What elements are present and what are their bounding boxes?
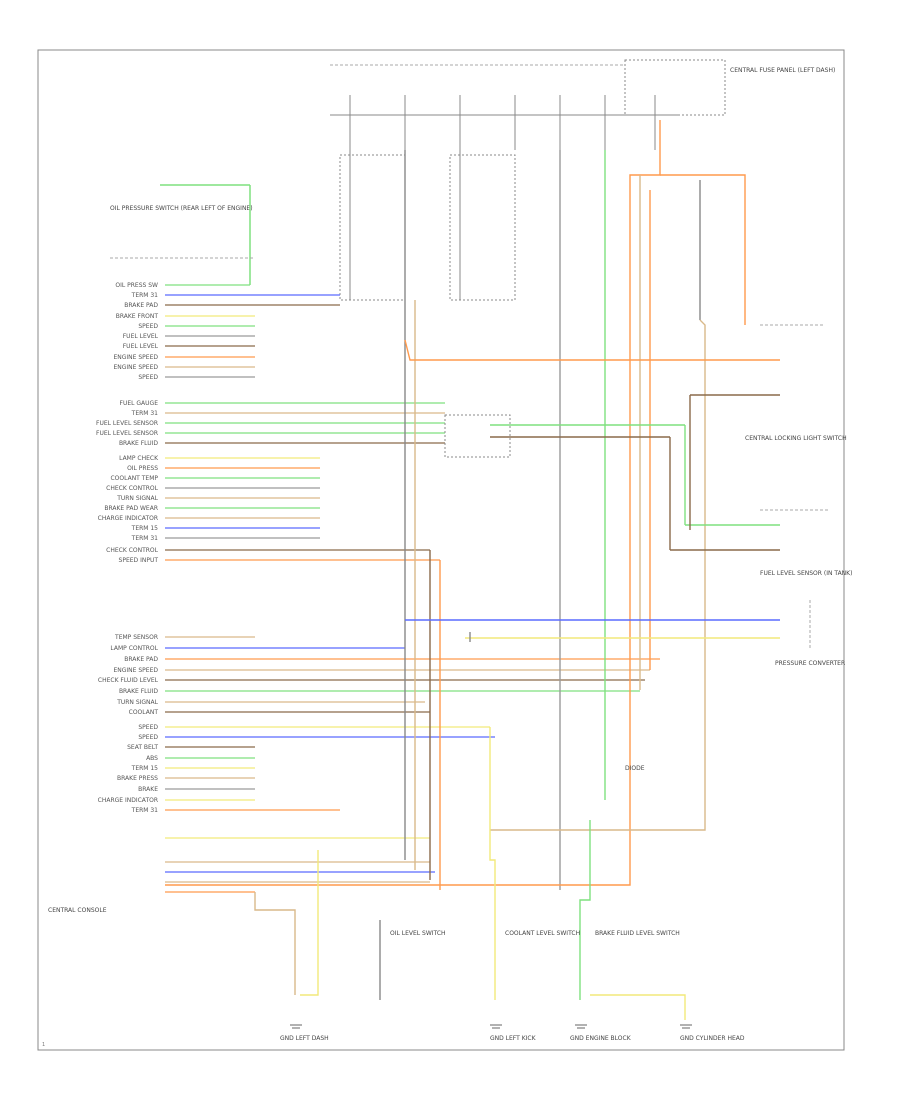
oil-pressure-switch-label: OIL PRESSURE SWITCH (REAR LEFT OF ENGINE… xyxy=(110,205,253,212)
diagram-frame xyxy=(37,49,845,1051)
pin-label: CHECK FLUID LEVEL xyxy=(98,677,159,684)
coolant-switch-label: COOLANT LEVEL SWITCH xyxy=(505,930,580,937)
module-caption: CENTRAL CONSOLE xyxy=(48,907,107,914)
module-output-wires xyxy=(490,424,780,551)
trunk-wires xyxy=(165,120,746,890)
pin-label: BRAKE xyxy=(138,786,158,793)
pin-label: BRAKE PAD WEAR xyxy=(104,505,158,512)
pin-label: BRAKE PAD xyxy=(124,302,158,309)
pin-label: FUEL GAUGE xyxy=(120,400,159,407)
pin-label: OIL PRESS SW xyxy=(115,282,158,289)
cluster-pins-block2 xyxy=(165,457,440,561)
pin-label: ENGINE SPEED xyxy=(113,667,158,674)
pin-label: CHARGE INDICATOR xyxy=(98,515,158,522)
gnd-left-dash-label: GND LEFT DASH xyxy=(280,1035,329,1042)
fuse-panel-label: CENTRAL FUSE PANEL (LEFT DASH) xyxy=(730,67,835,74)
fuse-panel-box xyxy=(624,59,726,116)
pin-label: TERM 31 xyxy=(131,807,159,814)
pin-label: SPEED xyxy=(138,724,158,731)
right-side-wires xyxy=(404,339,780,642)
pin-label: BRAKE FRONT xyxy=(116,313,159,320)
pin-label: FUEL LEVEL SENSOR xyxy=(96,420,158,427)
page-number: 1 xyxy=(42,1042,45,1048)
pin-label: TERM 31 xyxy=(131,535,159,542)
pin-label: CHARGE INDICATOR xyxy=(98,797,158,804)
control-module-box xyxy=(444,414,511,458)
pin-label: TERM 15 xyxy=(131,765,159,772)
cluster-pins-block1 xyxy=(165,284,445,444)
pin-label: ABS xyxy=(146,755,158,762)
pin-label: SPEED xyxy=(138,374,158,381)
pin-label: BRAKE PAD xyxy=(124,656,158,663)
pin-label: ENGINE SPEED xyxy=(113,364,158,371)
pin-label: LAMP CHECK xyxy=(119,455,159,462)
fuse-bus-lines xyxy=(330,95,680,300)
cluster-pins-block3 xyxy=(165,636,660,713)
pin-label: SPEED xyxy=(138,734,158,741)
pin-label: SPEED INPUT xyxy=(119,557,159,564)
pin-label: BRAKE FLUID xyxy=(119,688,158,695)
pin-label: CHECK CONTROL xyxy=(106,547,158,554)
pin-label: BRAKE PRESS xyxy=(117,775,158,782)
pin-label: TEMP SENSOR xyxy=(114,634,158,641)
pin-label: OIL PRESS xyxy=(127,465,158,472)
diode-label: DIODE xyxy=(625,765,645,772)
central-locking-label: CENTRAL LOCKING LIGHT SWITCH xyxy=(745,435,847,442)
pin-label: CHECK CONTROL xyxy=(106,485,158,492)
pin-label: SPEED xyxy=(138,323,158,330)
pin-label: FUEL LEVEL SENSOR xyxy=(96,430,158,437)
gnd-left-kick-label: GND LEFT KICK xyxy=(490,1035,537,1042)
oil-level-switch-label: OIL LEVEL SWITCH xyxy=(390,930,446,937)
pin-label: TERM 31 xyxy=(131,292,159,299)
ground-symbols xyxy=(290,1024,692,1029)
left-pin-labels: OIL PRESS SW TERM 31 BRAKE PAD BRAKE FRONT S… xyxy=(96,282,159,814)
pin-label: TURN SIGNAL xyxy=(116,699,158,706)
gnd-engine-label: GND ENGINE BLOCK xyxy=(570,1035,632,1042)
right-brake-pad-sensor-box xyxy=(449,154,516,301)
pin-label: COOLANT xyxy=(129,709,159,716)
pin-label: BRAKE FLUID xyxy=(119,440,158,447)
pin-label: FUEL LEVEL xyxy=(123,343,159,350)
pin-label: SEAT BELT xyxy=(127,744,158,751)
pin-label: TERM 31 xyxy=(131,410,159,417)
pin-label: TERM 15 xyxy=(131,525,159,532)
brake-fluid-switch-label: BRAKE FLUID LEVEL SWITCH xyxy=(595,930,680,937)
gnd-cyl-label: GND CYLINDER HEAD xyxy=(680,1035,745,1042)
pressure-converter-label: PRESSURE CONVERTER xyxy=(775,660,845,667)
pin-label: TURN SIGNAL xyxy=(116,495,158,502)
cluster-pins-block4 xyxy=(165,726,495,893)
fuel-sensor-label: FUEL LEVEL SENSOR (IN TANK) xyxy=(760,570,852,577)
bottom-switch-wires xyxy=(254,727,686,1020)
pin-label: LAMP CONTROL xyxy=(110,645,158,652)
pin-label: COOLANT TEMP xyxy=(110,475,158,482)
pin-label: ENGINE SPEED xyxy=(113,354,158,361)
pin-label: FUEL LEVEL xyxy=(123,333,159,340)
